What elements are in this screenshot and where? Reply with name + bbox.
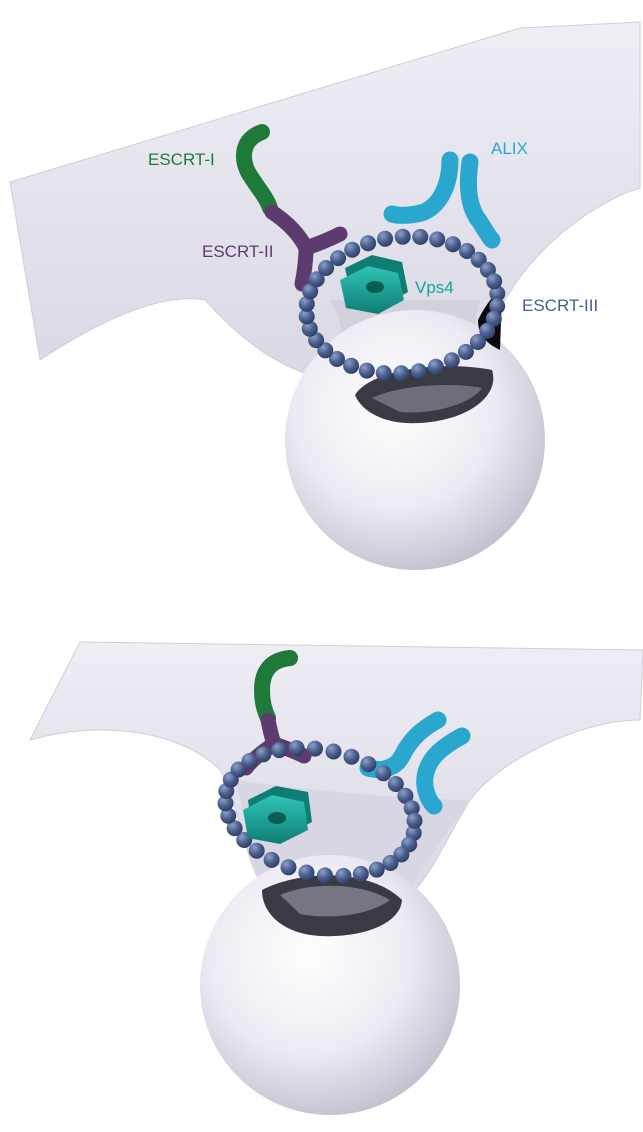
escrt-iii-bead	[445, 236, 461, 252]
label-vps4-top: Vps4	[415, 278, 454, 297]
escrt-iii-bead	[412, 229, 428, 245]
escrt-iii-bead	[264, 852, 280, 868]
escrt-iii-bead	[317, 867, 333, 883]
escrt-iii-bead	[393, 365, 409, 381]
escrt-iii-bead	[369, 862, 385, 878]
label-alix-top: ALIX	[491, 139, 528, 158]
label-escrt-ii-top: ESCRT-II	[202, 242, 273, 261]
escrt-iii-bead	[242, 753, 258, 769]
escrt-iii-bead	[407, 813, 423, 829]
escrt-iii-bead	[444, 352, 460, 368]
panel-top: ESCRT-I ESCRT-II ALIX Vps4 ESCRT-III	[10, 22, 640, 570]
escrt-iii-bead	[486, 273, 502, 289]
escrt-iii-bead	[307, 741, 323, 757]
escrt-iii-bead	[271, 742, 287, 758]
escrt-iii-bead	[330, 250, 346, 266]
escrt-iii-bead	[289, 740, 305, 756]
escrt-iii-bead	[344, 749, 360, 765]
escrt-iii-bead	[382, 855, 398, 871]
escrt-iii-bead	[376, 365, 392, 381]
escrt-iii-bead	[429, 231, 445, 247]
label-escrt-i-top: ESCRT-I	[148, 150, 215, 169]
panel-bottom	[30, 642, 643, 1115]
escrt-iii-bead	[377, 231, 393, 247]
escrt-iii-bead	[411, 363, 427, 379]
escrt-iii-bead	[343, 358, 359, 374]
escrt-iii-bead	[255, 746, 271, 762]
label-escrt-iii-top: ESCRT-III	[522, 296, 598, 315]
escrt-iii-bead	[458, 344, 474, 360]
escrt-iii-bead	[353, 866, 369, 882]
escrt-iii-bead	[299, 865, 315, 881]
escrt-iii-bead	[281, 859, 297, 875]
membrane-sheet-top	[10, 22, 640, 382]
escrt-iii-bead	[344, 242, 360, 258]
escrt-iii-bead	[360, 235, 376, 251]
escrt-iii-bead	[395, 229, 411, 245]
escrt-iii-bead	[249, 843, 265, 859]
escrt-iii-bead	[335, 868, 351, 884]
escrt-iii-bead	[359, 363, 375, 379]
escrt-iii-bead	[326, 744, 342, 760]
escrt-iii-bead	[360, 756, 376, 772]
escrt-iii-bead	[375, 765, 391, 781]
escrt-iii-bead	[428, 359, 444, 375]
